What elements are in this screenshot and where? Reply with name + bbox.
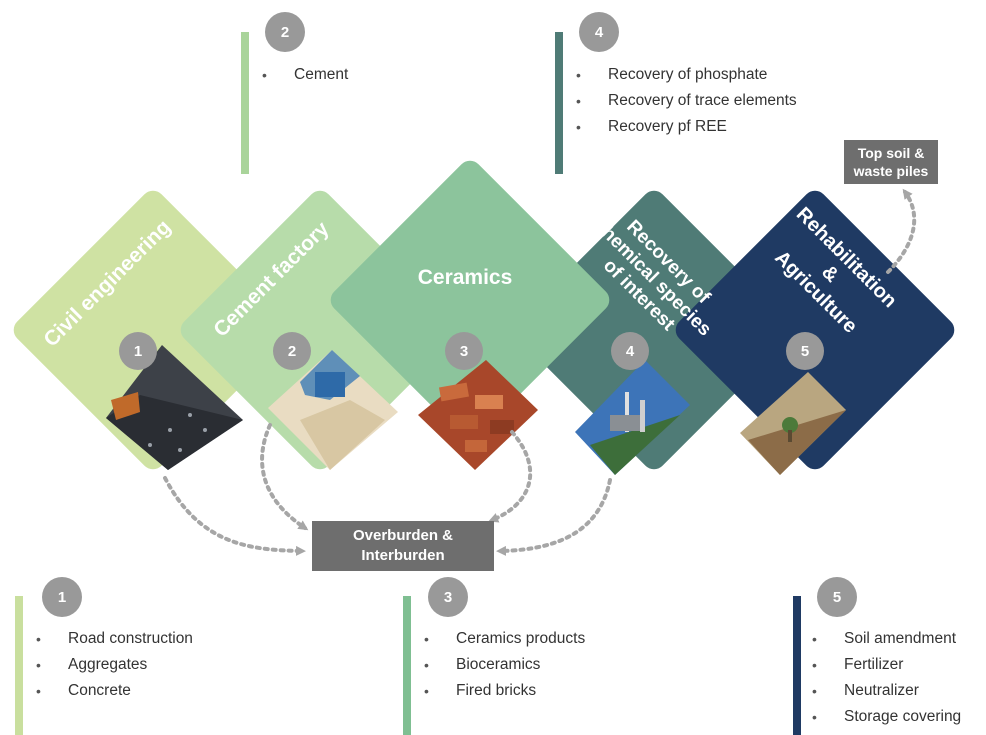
chemical-plant-photo bbox=[575, 360, 690, 475]
svg-text:2: 2 bbox=[288, 343, 296, 360]
list-item: Storage covering bbox=[812, 704, 961, 730]
list-item: Ceramics products bbox=[424, 626, 585, 652]
diamond-rehabilitation-agriculture bbox=[675, 190, 955, 470]
topsoil-box-line: Top soil & bbox=[857, 145, 925, 161]
overburden-interburden-box: Overburden & Interburden bbox=[312, 521, 494, 571]
arrow-chemical-to-overburden bbox=[496, 478, 612, 556]
ceramics-label: Ceramics bbox=[418, 266, 513, 289]
arrow-ceramics-to-overburden bbox=[488, 430, 533, 523]
topsoil-box-line: waste piles bbox=[853, 163, 929, 179]
arrow-cement-to-overburden bbox=[260, 423, 309, 531]
diamond-number-badge-5: 5 bbox=[786, 332, 824, 370]
agriculture-field-photo bbox=[740, 372, 846, 475]
list-item: Recovery of trace elements bbox=[576, 88, 797, 114]
badge-number: 3 bbox=[443, 588, 453, 606]
list-item: Cement bbox=[262, 62, 348, 88]
badge-number: 1 bbox=[57, 588, 67, 606]
rehabilitation-list: Soil amendment Fertilizer Neutralizer St… bbox=[812, 626, 961, 730]
list-item: Road construction bbox=[36, 626, 193, 652]
ceramics-list: Ceramics products Bioceramics Fired bric… bbox=[424, 626, 585, 704]
diamond-ceramics bbox=[330, 160, 610, 440]
diamond-civil-engineering bbox=[13, 190, 293, 470]
list-item: Aggregates bbox=[36, 652, 193, 678]
fired-bricks-photo bbox=[418, 360, 538, 470]
overburden-box-line: Overburden & bbox=[352, 527, 454, 544]
list-item: Neutralizer bbox=[812, 678, 961, 704]
list-item: Concrete bbox=[36, 678, 193, 704]
ceramics-list-number-badge: 3 bbox=[428, 577, 468, 617]
diamond-number-badge-2: 2 bbox=[273, 332, 311, 370]
svg-text:4: 4 bbox=[626, 343, 635, 360]
topsoil-waste-piles-box: Top soil & waste piles bbox=[844, 140, 938, 184]
svg-text:1: 1 bbox=[134, 343, 142, 360]
arrow-civil-to-overburden bbox=[163, 476, 306, 556]
road-construction-photo bbox=[106, 345, 243, 470]
civil-list: Road construction Aggregates Concrete bbox=[36, 626, 193, 704]
cement-list: Cement bbox=[262, 62, 348, 88]
diamond-number-badge-1: 1 bbox=[119, 332, 157, 370]
arrow-rehabilitation-to-topsoil bbox=[886, 188, 917, 274]
cement-list-number-badge: 2 bbox=[265, 12, 305, 52]
rehabilitation-list-number-badge: 5 bbox=[817, 577, 857, 617]
chemical-list-number-badge: 4 bbox=[579, 12, 619, 52]
list-item: Recovery pf REE bbox=[576, 114, 797, 140]
rehabilitation-list-bar bbox=[793, 596, 801, 735]
badge-number: 2 bbox=[280, 23, 290, 41]
svg-text:3: 3 bbox=[460, 343, 468, 360]
diamond-chemical-recovery bbox=[514, 190, 794, 470]
badge-number: 4 bbox=[594, 23, 604, 41]
list-item: Fertilizer bbox=[812, 652, 961, 678]
diamond-number-badge-3: 3 bbox=[445, 332, 483, 370]
list-item: Soil amendment bbox=[812, 626, 961, 652]
ceramics-list-bar bbox=[403, 596, 411, 735]
chemical-list: Recovery of phosphate Recovery of trace … bbox=[576, 62, 797, 140]
svg-text:5: 5 bbox=[801, 343, 809, 360]
cement-factory-photo bbox=[268, 350, 398, 470]
cement-list-bar bbox=[241, 32, 249, 174]
list-item: Fired bricks bbox=[424, 678, 585, 704]
badge-number: 5 bbox=[832, 588, 842, 606]
diamond-number-badge-4: 4 bbox=[611, 332, 649, 370]
list-item: Recovery of phosphate bbox=[576, 62, 797, 88]
chemical-list-bar bbox=[555, 32, 563, 174]
civil-list-bar bbox=[15, 596, 23, 735]
civil-list-number-badge: 1 bbox=[42, 577, 82, 617]
list-item: Bioceramics bbox=[424, 652, 585, 678]
overburden-box-line: Interburden bbox=[361, 547, 445, 564]
